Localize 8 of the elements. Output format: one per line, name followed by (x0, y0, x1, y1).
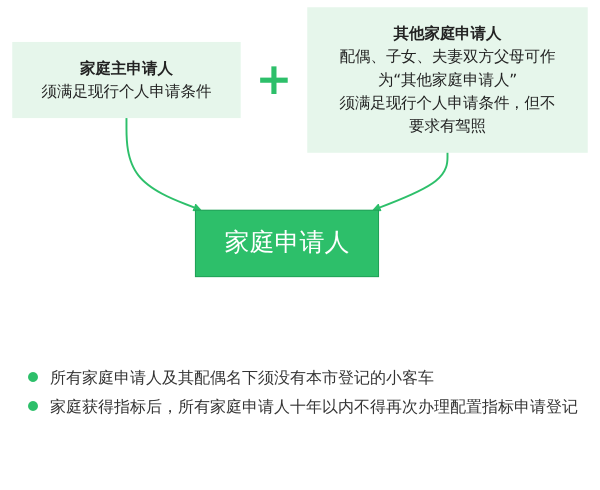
arrow (372, 152, 448, 212)
note-text: 所有家庭申请人及其配偶名下须没有本市登记的小客车 (50, 368, 434, 387)
node-box (307, 7, 588, 153)
arrow (126, 118, 202, 212)
plus-sign: + (255, 58, 292, 102)
node-box (194, 210, 380, 278)
note-text: 家庭获得指标后，所有家庭申请人十年以内不得再次办理配置指标申请登记 (50, 397, 578, 416)
node-box (12, 42, 241, 118)
